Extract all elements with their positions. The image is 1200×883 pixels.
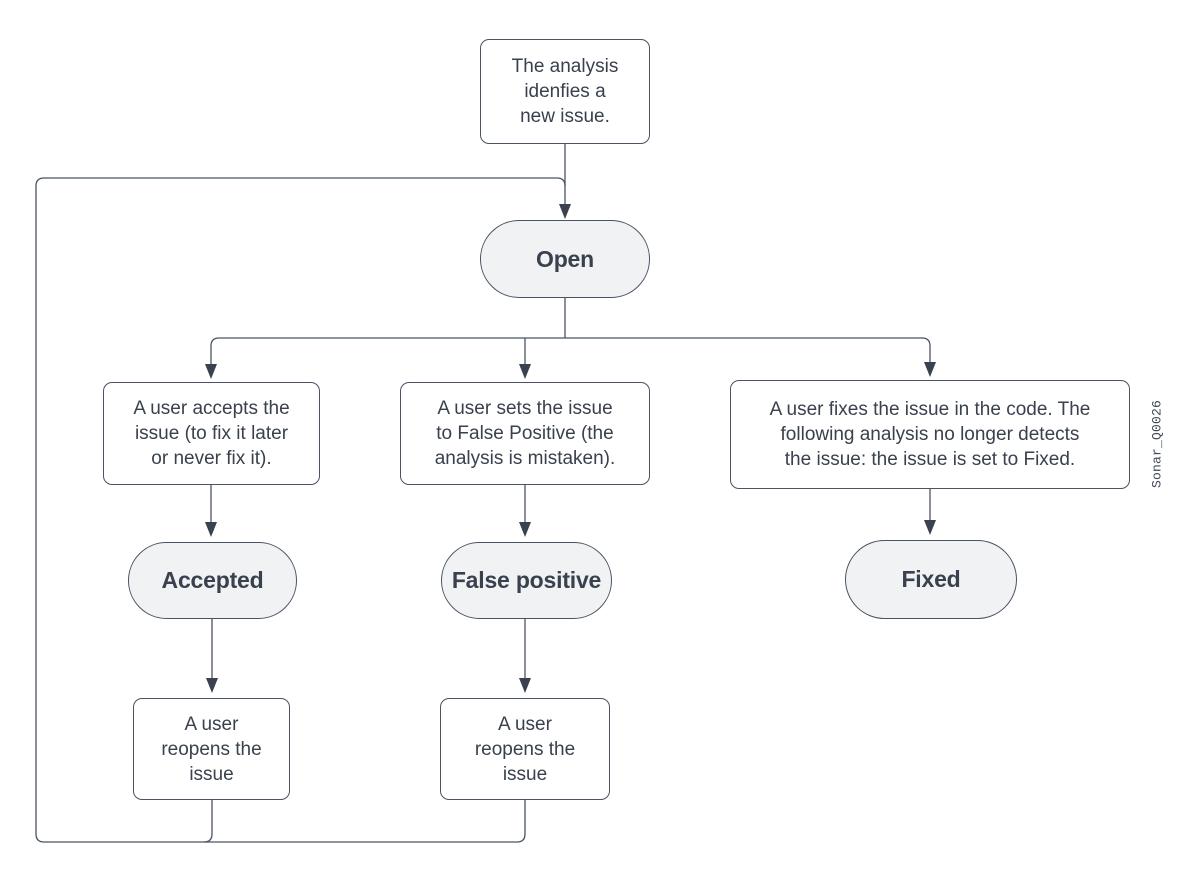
node-analysis-identifies-issue: The analysis idenfies a new issue. — [480, 39, 650, 144]
arrowhead-into-reopen-middle — [519, 678, 531, 693]
node-user-sets-false-positive: A user sets the issue to False Positive … — [400, 382, 650, 485]
state-accepted: Accepted — [128, 542, 297, 619]
arrowhead-into-accepted — [205, 522, 217, 537]
edge-splitter — [210, 337, 931, 347]
arrowhead-into-accept-action — [205, 364, 217, 379]
arrowhead-into-open — [559, 204, 571, 219]
arrowhead-into-fix-action — [924, 362, 936, 377]
arrowhead-into-fixed — [924, 520, 936, 535]
arrowhead-into-fp-action — [519, 364, 531, 379]
node-user-fixes-issue: A user fixes the issue in the code. The … — [730, 380, 1130, 489]
node-user-accepts-issue: A user accepts the issue (to fix it late… — [103, 382, 320, 485]
node-user-reopens-issue-left: A user reopens the issue — [133, 698, 290, 800]
state-open: Open — [480, 220, 650, 298]
edge-reopen-loop — [35, 177, 566, 843]
watermark-label: Sonar_Q0026 — [1149, 399, 1165, 489]
node-user-reopens-issue-middle: A user reopens the issue — [440, 698, 610, 800]
arrowhead-into-false-positive — [519, 522, 531, 537]
state-fixed: Fixed — [845, 540, 1017, 619]
edge-reopen-left-join — [203, 800, 213, 843]
arrowhead-into-reopen-left — [206, 678, 218, 693]
state-false-positive: False positive — [441, 542, 612, 619]
